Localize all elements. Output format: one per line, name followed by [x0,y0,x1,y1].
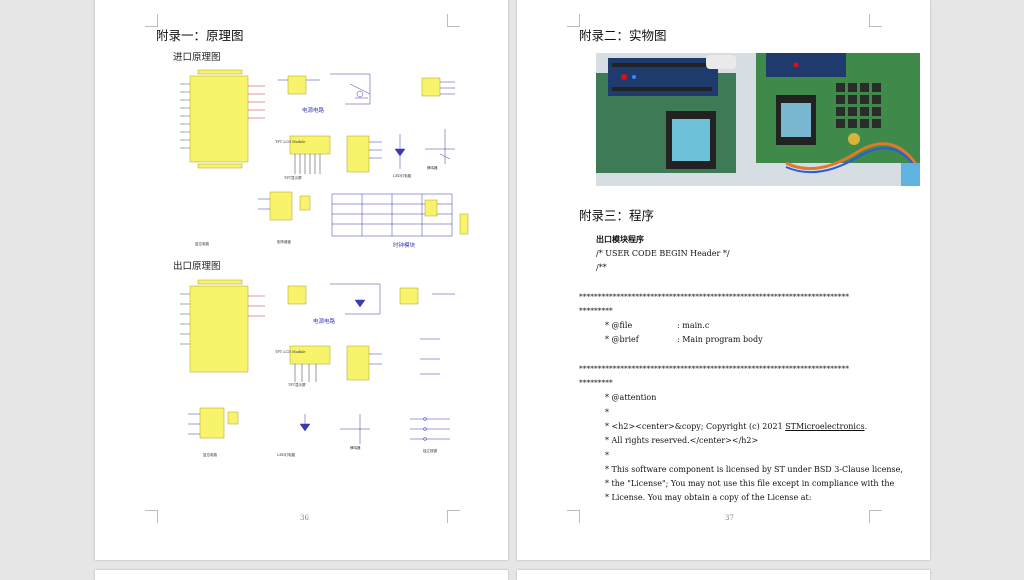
label-tft: TFT LCD Module [275,140,306,144]
code-line: * @file [605,321,633,330]
crop-mark [567,14,580,27]
page-number: 37 [725,514,734,522]
appendix-2-heading: 附录二：实物图 [579,28,667,43]
page-number: 36 [300,514,309,522]
next-page-edge [95,570,508,580]
next-page-edge [517,570,930,580]
label-clock: 时钟模块 [393,243,416,249]
crop-mark [567,510,580,523]
code-line: * @attention [605,393,657,402]
label-tft-screen-2: TFT显示屏 [288,383,306,387]
label-reset: 复位电路 [195,242,209,246]
label-led: LED灯电路 [393,174,412,178]
code-line: * License. You may obtain a copy of the … [605,493,812,502]
hardware-photo [596,53,920,186]
label-buzzer-2: 蜂鸣器 [350,446,361,450]
appendix-1-heading: 附录一：原理图 [156,28,244,43]
import-schematic-diagram [180,69,469,237]
document-page-37: 附录二：实物图 附录三：程序 出口模块程序 /* USER CODE BEGI [517,0,930,560]
label-tft-screen: TFT显示屏 [284,176,302,180]
label-power: 电源电路 [302,108,325,114]
crop-mark [869,14,882,27]
crop-mark [447,14,460,27]
code-line: * <h2><center>&copy; Copyright (c) 2021 … [605,422,868,431]
document-page-36: 附录一：原理图 进口原理图 出口原理图 [95,0,508,560]
label-led-2: LED灯电路 [277,453,296,457]
code-line: : main.c [677,321,710,330]
code-line: * @brief [605,335,639,344]
crop-mark [145,510,158,523]
label-buzzer: 蜂鸣器 [427,166,438,170]
code-line: : Main program body [677,335,763,344]
code-line: /* USER CODE BEGIN Header */ [596,249,730,258]
export-schematic-diagram [180,279,455,444]
code-line: * [605,451,609,460]
label-reset-2: 复位电路 [203,453,217,457]
code-title: 出口模块程序 [596,235,644,244]
label-power-2: 电源电路 [313,319,336,325]
appendix-3-heading: 附录三：程序 [579,208,655,223]
code-line: * All rights reserved.</center></h2> [605,436,759,445]
crop-mark [145,14,158,27]
code-line: /** [596,263,607,272]
crop-mark [447,510,460,523]
label-keypad: 矩阵键盘 [277,240,291,244]
code-line: * This software component is licensed by… [605,465,903,474]
crop-mark [869,510,882,523]
code-line-stars: ********* [579,306,613,315]
label-tft-2: TFT LCD Module [275,350,306,354]
export-schematic-title: 出口原理图 [173,261,221,272]
code-line-stars: ****************************************… [579,292,849,301]
code-line: * the "License"; You may not use this fi… [605,479,895,488]
code-line-stars: ****************************************… [579,364,849,373]
code-line: * [605,408,609,417]
import-schematic-title: 进口原理图 [173,52,221,63]
code-line-stars: ********* [579,378,613,387]
label-keys-2: 独立按键 [423,449,437,453]
